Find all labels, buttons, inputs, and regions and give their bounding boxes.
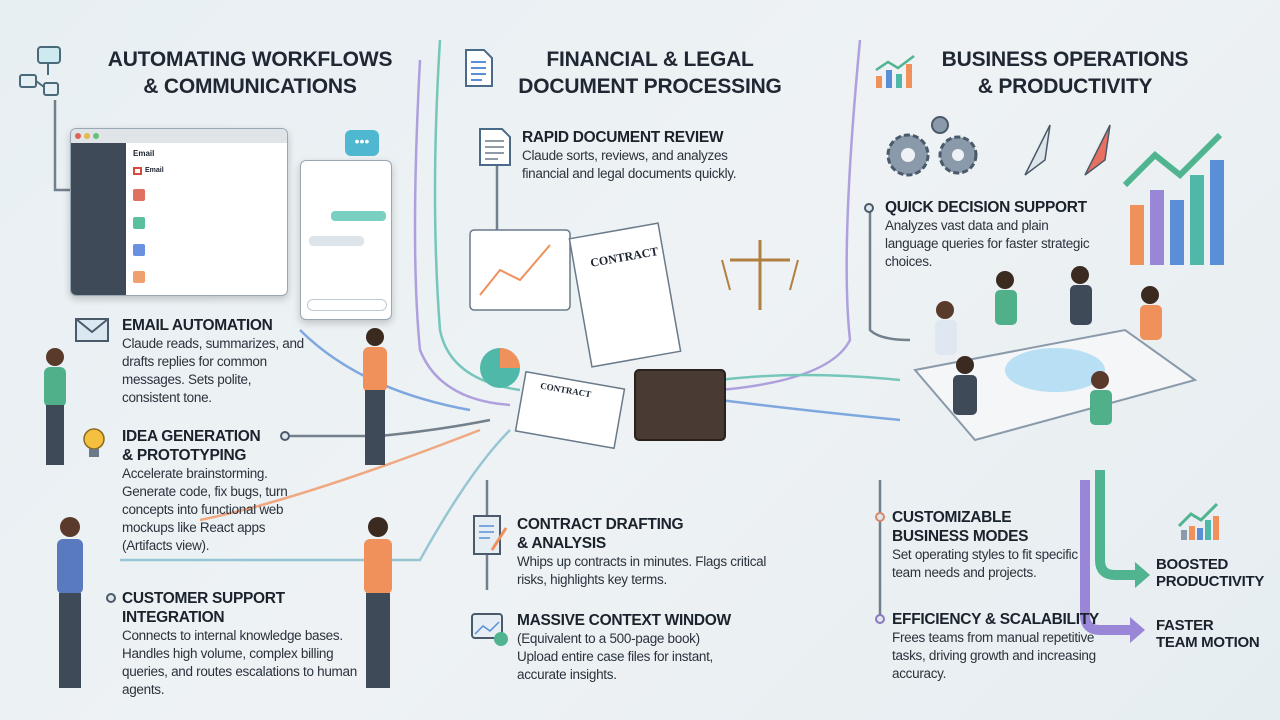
feature-efficiency: EFFICIENCY & SCALABILITY Frees teams fro… (892, 610, 1102, 683)
feature-title: MASSIVE CONTEXT WINDOW (517, 612, 731, 629)
title-line: & COMMUNICATIONS (143, 75, 357, 98)
gmail-icon (133, 167, 142, 175)
meeting-table-illustration (913, 266, 1198, 442)
workflow-icon (19, 46, 61, 96)
outcome-line: TEAM MOTION (1156, 634, 1260, 651)
title-line: & PRODUCTIVITY (977, 75, 1153, 98)
feature-text: Accelerate brainstorming. Generate code,… (122, 466, 288, 553)
feature-idea-generation: IDEA GENERATION & PROTOTYPING Accelerate… (122, 427, 312, 555)
gears-icon (886, 116, 978, 177)
email-sidebar (71, 143, 126, 295)
title-line: DOCUMENT PROCESSING (518, 75, 782, 98)
person-illustration (57, 517, 83, 688)
section-title-automating: AUTOMATING WORKFLOWS & COMMUNICATIONS (80, 46, 420, 100)
feature-context-window: MASSIVE CONTEXT WINDOW (Equivalent to a … (517, 611, 797, 684)
connector-dot (875, 512, 885, 522)
outcome-boosted-productivity: BOOSTED PRODUCTIVITY (1156, 556, 1264, 590)
person-illustration (364, 517, 392, 688)
feature-title: IDEA GENERATION (122, 428, 261, 445)
feature-title: QUICK DECISION SUPPORT (885, 199, 1087, 216)
title-line: BUSINESS OPERATIONS (941, 48, 1189, 71)
feature-title: & PROTOTYPING (122, 447, 247, 464)
lightbulb-icon (83, 428, 105, 457)
productivity-chart-icon (1177, 502, 1219, 540)
connector-dot (864, 203, 874, 213)
envelope-icon (75, 318, 109, 342)
rocket-icon (1024, 124, 1111, 176)
document-review-icon (479, 128, 511, 166)
contract-edit-icon (473, 515, 508, 555)
outcome-line: PRODUCTIVITY (1156, 573, 1265, 590)
feature-title: EMAIL AUTOMATION (122, 317, 273, 334)
feature-decision-support: QUICK DECISION SUPPORT Analyzes vast dat… (885, 198, 1105, 271)
title-line: AUTOMATING WORKFLOWS (107, 48, 393, 71)
feature-email-automation: EMAIL AUTOMATION Claude reads, summarize… (122, 316, 312, 407)
person-illustration (363, 328, 387, 465)
connector-dot (875, 614, 885, 624)
feature-text: Claude reads, summarizes, and drafts rep… (122, 336, 304, 405)
feature-text: Analyzes vast data and plain language qu… (885, 218, 1090, 269)
document-icon (465, 49, 493, 87)
chat-bubble-icon: ••• (345, 130, 379, 156)
feature-title: & ANALYSIS (517, 535, 606, 552)
context-window-icon (471, 613, 508, 646)
bar-chart-illustration (1122, 132, 1224, 265)
connector-dot (106, 593, 116, 603)
feature-title: BUSINESS MODES (892, 528, 1029, 545)
chat-window (300, 160, 392, 320)
feature-title: CUSTOMIZABLE (892, 509, 1012, 526)
feature-customer-support: CUSTOMER SUPPORT INTEGRATION Connects to… (122, 589, 382, 699)
section-title-financial: FINANCIAL & LEGAL DOCUMENT PROCESSING (495, 46, 805, 100)
feature-business-modes: CUSTOMIZABLE BUSINESS MODES Set operatin… (892, 508, 1082, 582)
feature-text: Claude sorts, reviews, and analyzes fina… (522, 148, 737, 181)
feature-text: Set operating styles to fit specific tea… (892, 547, 1078, 580)
window-titlebar (71, 129, 287, 143)
feature-text: Connects to internal knowledge bases. Ha… (122, 628, 357, 697)
outcome-faster-team-motion: FASTER TEAM MOTION (1156, 617, 1260, 651)
title-line: FINANCIAL & LEGAL (546, 48, 754, 71)
connector-dot (280, 431, 290, 441)
growth-chart-icon (875, 55, 915, 88)
feature-title: CONTRACT DRAFTING (517, 516, 684, 533)
feature-contract-drafting: CONTRACT DRAFTING & ANALYSIS Whips up co… (517, 515, 797, 589)
feature-text: Upload entire case files for instant, ac… (517, 649, 714, 682)
email-window: Email Email (70, 128, 288, 296)
outcome-line: BOOSTED (1156, 556, 1229, 573)
feature-title: RAPID DOCUMENT REVIEW (522, 129, 724, 146)
section-title-business: BUSINESS OPERATIONS & PRODUCTIVITY (915, 46, 1215, 100)
feature-rapid-review: RAPID DOCUMENT REVIEW Claude sorts, revi… (522, 128, 752, 183)
documents-illustration (469, 222, 799, 450)
feature-text: Frees teams from manual repetitive tasks… (892, 630, 1096, 681)
feature-title: EFFICIENCY & SCALABILITY (892, 611, 1099, 628)
feature-title: INTEGRATION (122, 609, 225, 626)
outcome-line: FASTER (1156, 617, 1214, 634)
email-window-title: Email (133, 149, 155, 158)
feature-subtitle: (Equivalent to a 500-page book) (517, 631, 700, 646)
email-app-label: Email (145, 167, 164, 174)
person-illustration (44, 348, 66, 465)
feature-title: CUSTOMER SUPPORT (122, 590, 285, 607)
feature-text: Whips up contracts in minutes. Flags cri… (517, 554, 767, 587)
